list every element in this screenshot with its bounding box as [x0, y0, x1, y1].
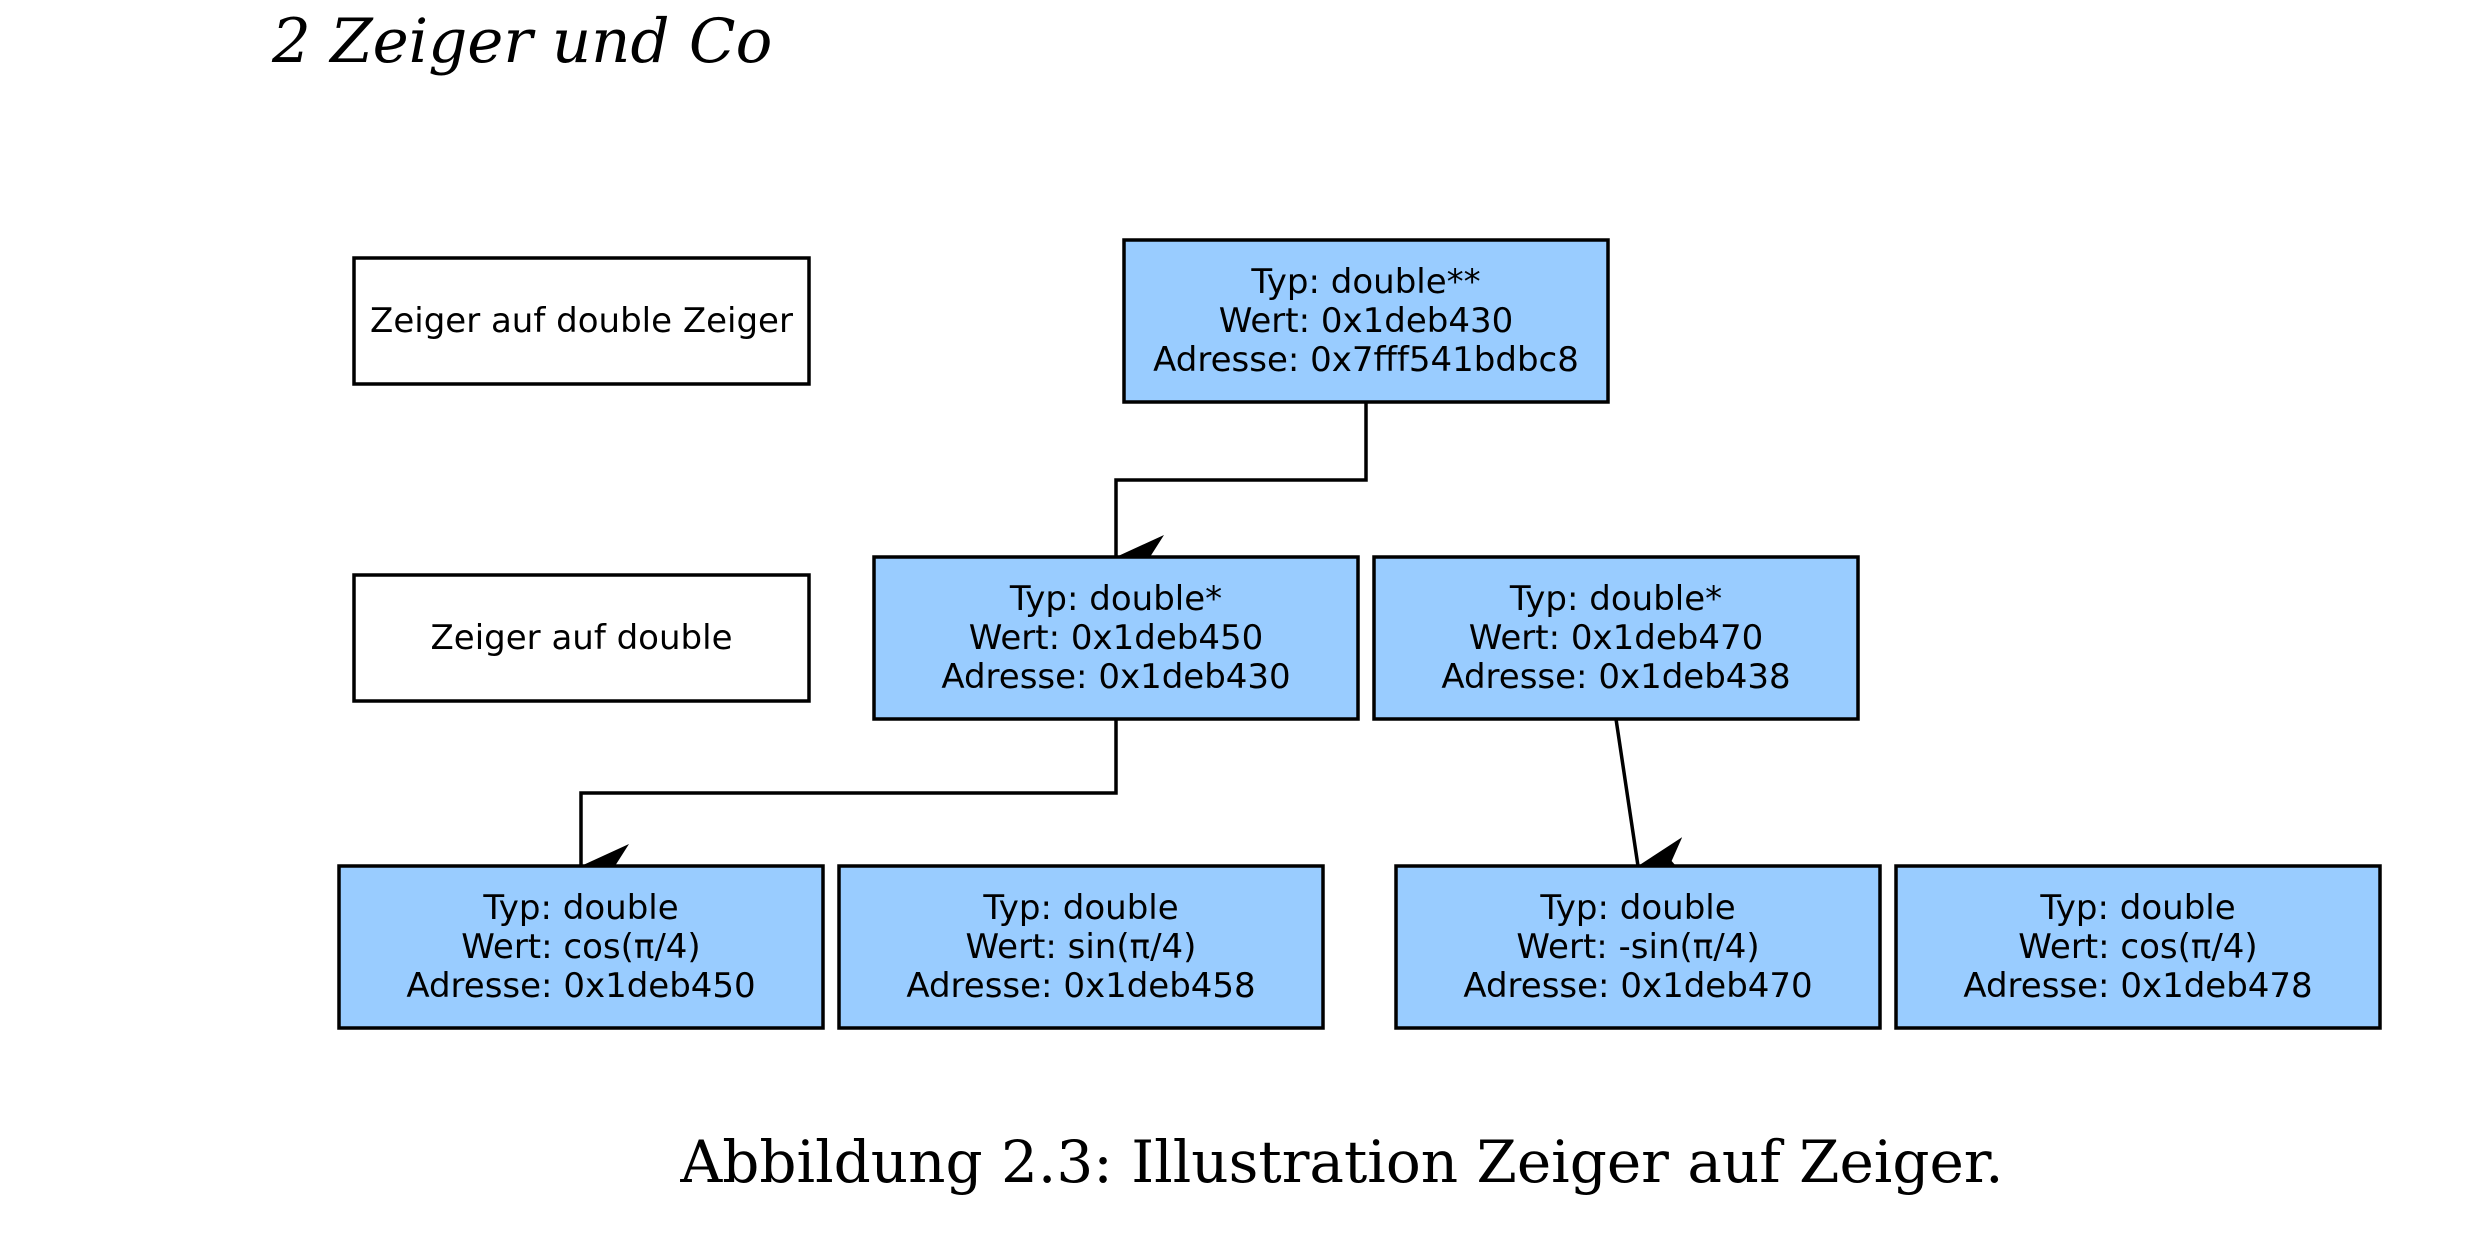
row-label-text: Zeiger auf double	[431, 618, 733, 658]
memory-node-d1-line-1: Typ: double	[982, 888, 1178, 928]
edges-layer	[579, 402, 1689, 888]
running-head: 2 Zeiger und Co	[272, 6, 773, 77]
memory-node-pp-line-3: Adresse: 0x7fff541bdbc8	[1153, 340, 1579, 380]
memory-node-d3-line-1: Typ: double	[2039, 888, 2235, 928]
pointer-arrow-p1-d2	[1614, 718, 1689, 881]
memory-node-p0-line-3: Adresse: 0x1deb430	[941, 657, 1290, 697]
pointer-arrow-pp-p0	[1114, 402, 1368, 579]
row-label-box	[352, 256, 811, 386]
memory-node-d3-line-2: Wert: cos(π/4)	[2018, 927, 2257, 967]
memory-node-box	[1394, 864, 1882, 1030]
memory-node-box	[1122, 238, 1610, 404]
row-label-box	[352, 573, 811, 703]
memory-node-p1-line-3: Adresse: 0x1deb438	[1441, 657, 1790, 697]
memory-node-d3-line-3: Adresse: 0x1deb478	[1963, 966, 2312, 1006]
pointer-arrow-p0-d0	[579, 719, 1118, 888]
memory-node-box	[837, 864, 1325, 1030]
memory-node-d1-line-2: Wert: sin(π/4)	[966, 927, 1197, 967]
memory-node-p1-line-1: Typ: double*	[1509, 579, 1722, 619]
row-label-2: Zeiger auf double	[352, 573, 811, 703]
memory-node-pp-line-1: Typ: double**	[1250, 262, 1480, 302]
memory-node-box	[1894, 864, 2382, 1030]
memory-node-p0-line-2: Wert: 0x1deb450	[969, 618, 1263, 658]
row-label-1: Zeiger auf double Zeiger	[352, 256, 811, 386]
memory-node-d0-line-3: Adresse: 0x1deb450	[406, 966, 755, 1006]
memory-node-d2-line-1: Typ: double	[1539, 888, 1735, 928]
memory-node-d0-line-2: Wert: cos(π/4)	[461, 927, 700, 967]
memory-node-d1-line-3: Adresse: 0x1deb458	[906, 966, 1255, 1006]
memory-node-p1-line-2: Wert: 0x1deb470	[1469, 618, 1763, 658]
memory-node-d2-line-3: Adresse: 0x1deb470	[1463, 966, 1812, 1006]
memory-node-box	[872, 555, 1360, 721]
figure-caption: Abbildung 2.3: Illustration Zeiger auf Z…	[680, 1128, 2004, 1196]
row-label-text: Zeiger auf double Zeiger	[370, 301, 793, 341]
memory-node-pp-line-2: Wert: 0x1deb430	[1219, 301, 1513, 341]
memory-node-d0-line-1: Typ: double	[482, 888, 678, 928]
memory-node-box	[1372, 555, 1860, 721]
memory-node-d2-line-2: Wert: -sin(π/4)	[1516, 927, 1759, 967]
memory-node-box	[337, 864, 825, 1030]
memory-node-p0-line-1: Typ: double*	[1009, 579, 1222, 619]
